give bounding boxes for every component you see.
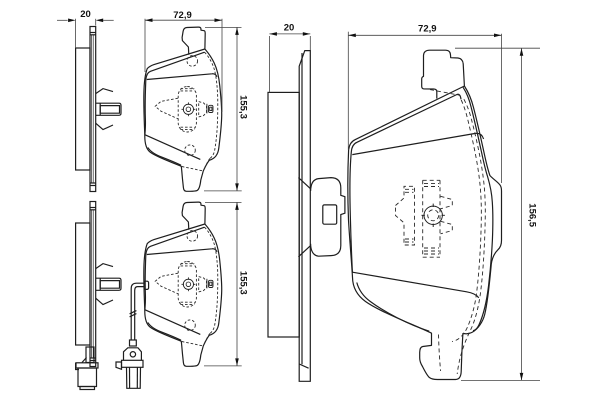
svg-text:20: 20 xyxy=(80,9,91,20)
svg-text:72,9: 72,9 xyxy=(418,23,437,34)
svg-text:155,3: 155,3 xyxy=(237,271,248,295)
svg-text:72,9: 72,9 xyxy=(173,10,192,21)
svg-text:155,3: 155,3 xyxy=(237,95,248,119)
svg-text:156,5: 156,5 xyxy=(527,203,538,227)
svg-text:20: 20 xyxy=(284,23,295,34)
